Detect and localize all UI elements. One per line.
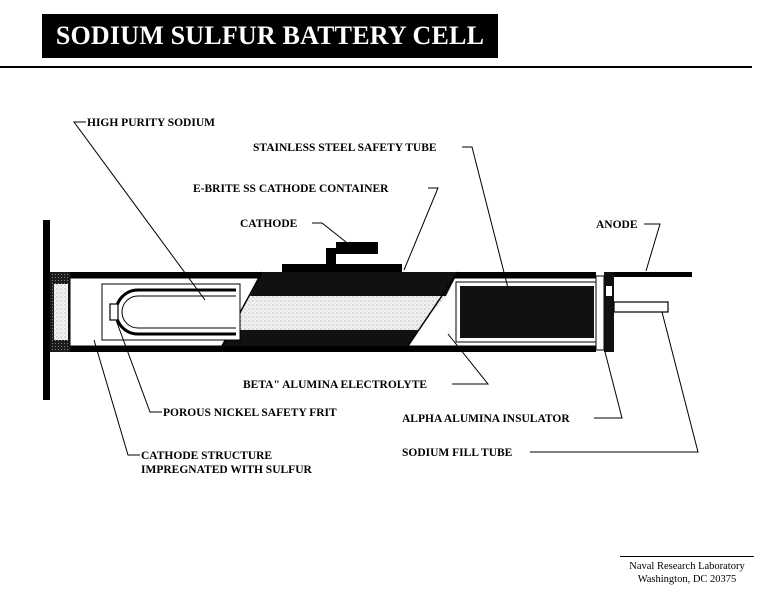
end-cap-inner: [54, 284, 68, 340]
alpha-insulator: [595, 275, 605, 351]
leader-ebrite: [403, 187, 439, 271]
label-beta-alumina: BETA" ALUMINA ELECTROLYTE: [243, 379, 427, 391]
label-alpha-insulator: ALPHA ALUMINA INSULATOR: [402, 413, 570, 425]
cathode-structure-mid: [232, 296, 446, 330]
label-ebrite: E-BRITE SS CATHODE CONTAINER: [193, 183, 389, 195]
footer-line1: Naval Research Laboratory: [629, 561, 745, 572]
cathode-terminal-cap: [336, 242, 378, 254]
leader-high-purity-sodium: [73, 121, 206, 301]
leader-fill-tube: [530, 311, 699, 453]
cathode-container-top-band: [250, 272, 458, 296]
label-cathode: CATHODE: [240, 218, 298, 230]
footer-credit: Naval Research Laboratory Washington, DC…: [620, 556, 754, 586]
leader-cathode-structure: [93, 339, 140, 456]
label-nickel-frit: POROUS NICKEL SAFETY FRIT: [163, 407, 337, 419]
anode-rod: [614, 272, 692, 277]
footer-divider: [620, 556, 754, 557]
label-anode: ANODE: [596, 219, 638, 231]
label-stainless-tube: STAINLESS STEEL SAFETY TUBE: [253, 142, 437, 154]
cathode-terminal-base: [282, 264, 402, 272]
end-plate-inner: [606, 286, 612, 296]
fill-tube: [613, 301, 669, 313]
safety-tube-block: [460, 286, 594, 338]
page-title: SODIUM SULFUR BATTERY CELL: [55, 21, 485, 50]
nickel-frit: [109, 303, 119, 321]
leader-stainless-tube: [462, 146, 509, 289]
leader-anode: [644, 223, 661, 272]
leader-nickel-frit: [115, 319, 162, 413]
title-banner: SODIUM SULFUR BATTERY CELL: [42, 14, 498, 58]
cathode-terminal-post: [326, 248, 336, 264]
title-divider: [0, 66, 752, 68]
label-high-purity-sodium: HIGH PURITY SODIUM: [87, 117, 215, 129]
container-bottom-wall: [70, 346, 596, 352]
label-cathode-structure-2: IMPREGNATED WITH SULFUR: [141, 464, 313, 476]
label-cathode-structure: CATHODE STRUCTURE: [141, 450, 272, 462]
leader-alpha-insulator: [594, 347, 623, 419]
end-flange: [43, 220, 50, 400]
cathode-edge-right: [407, 271, 459, 347]
end-plate: [604, 272, 614, 352]
leader-beta-alumina: [447, 333, 490, 385]
cathode-container-bottom-band: [222, 330, 418, 346]
leader-cathode: [312, 222, 347, 243]
footer-line2: Washington, DC 20375: [637, 574, 737, 585]
label-fill-tube: SODIUM FILL TUBE: [402, 447, 513, 459]
